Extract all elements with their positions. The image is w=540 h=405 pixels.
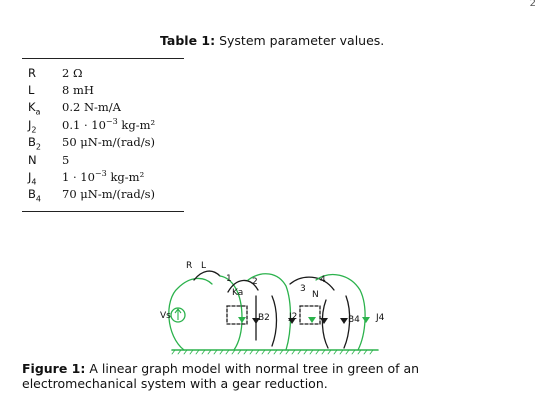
row-value-unit: kg-m² bbox=[117, 117, 156, 132]
table-row: J4 1 · 10−3 kg-m² bbox=[28, 168, 155, 187]
row-value: 0.1 · 10 bbox=[62, 117, 106, 132]
row-symbol-subscript: a bbox=[35, 107, 41, 117]
table-row: L 8 mH bbox=[28, 81, 155, 98]
row-value: 1 · 10 bbox=[62, 170, 95, 185]
row-symbol: N bbox=[28, 152, 37, 167]
arrow-icon bbox=[340, 318, 348, 324]
row-value-unit: kg-m² bbox=[106, 170, 145, 185]
arrow-icon bbox=[308, 317, 316, 323]
row-value: 70 μN-m/(rad/s) bbox=[62, 187, 155, 202]
table-caption: Table 1: System parameter values. bbox=[160, 33, 384, 48]
node4-branch bbox=[315, 273, 366, 351]
row-value-exponent: −3 bbox=[94, 169, 107, 179]
arrow-icon bbox=[252, 318, 260, 324]
label-node4: 4 bbox=[320, 275, 326, 285]
label-n: N bbox=[312, 290, 319, 300]
figure-caption: Figure 1: A linear graph model with norm… bbox=[22, 361, 522, 391]
ground-hatch bbox=[171, 349, 374, 355]
ka-branch bbox=[227, 279, 259, 293]
label-j4: J4 bbox=[375, 313, 385, 323]
row-value: 2 Ω bbox=[62, 65, 83, 80]
row-value: 8 mH bbox=[62, 83, 94, 98]
row-symbol: L bbox=[28, 83, 35, 98]
table-row: R 2 Ω bbox=[28, 64, 155, 81]
parameter-table: R 2 Ω L 8 mH Ka 0.2 N-m/A J2 0.1 · 10−3 … bbox=[28, 64, 156, 204]
j4-branch bbox=[343, 295, 351, 349]
table-caption-label: Table 1: bbox=[160, 33, 216, 48]
label-node3: 3 bbox=[300, 284, 306, 294]
figure-caption-label: Figure 1: bbox=[22, 361, 86, 376]
label-b2: B2 bbox=[258, 313, 270, 323]
node3-branch bbox=[289, 276, 335, 291]
gyrator-box bbox=[226, 305, 248, 325]
row-symbol: B bbox=[28, 135, 36, 150]
source-arrow-icon bbox=[174, 308, 182, 320]
table-row: J2 0.1 · 10−3 kg-m² bbox=[28, 116, 156, 135]
j2-branch bbox=[271, 295, 278, 347]
label-node1: 1 bbox=[226, 274, 232, 284]
tree-arrows bbox=[238, 317, 370, 323]
row-symbol: J bbox=[28, 117, 32, 132]
table-top-rule bbox=[22, 58, 184, 59]
row-value: 0.2 N-m/A bbox=[62, 100, 121, 115]
row-symbol-subscript: 2 bbox=[31, 125, 37, 135]
figure-caption-text: A linear graph model with normal tree in… bbox=[22, 361, 420, 391]
corner-mark: 2 bbox=[529, 0, 536, 9]
label-node2: 2 bbox=[252, 277, 258, 287]
link-arrows bbox=[252, 318, 348, 324]
table-bottom-rule bbox=[22, 211, 184, 212]
b4-branch bbox=[321, 299, 329, 349]
arrow-icon bbox=[362, 317, 370, 323]
row-value: 50 μN-m/(rad/s) bbox=[62, 135, 155, 150]
row-value: 5 bbox=[62, 152, 70, 167]
table-row: N 5 bbox=[28, 151, 155, 168]
arrow-icon bbox=[288, 318, 296, 324]
arrow-icon bbox=[320, 318, 328, 324]
label-ka: Ka bbox=[232, 288, 243, 298]
label-j2: J2 bbox=[288, 312, 297, 322]
rl-branch bbox=[193, 270, 221, 281]
row-symbol: R bbox=[28, 65, 36, 80]
arrow-icon bbox=[238, 317, 246, 323]
row-symbol-subscript: 2 bbox=[35, 142, 42, 152]
row-symbol-subscript: 4 bbox=[31, 177, 37, 187]
table-row: B2 50 μN-m/(rad/s) bbox=[28, 134, 155, 151]
table-row: B4 70 μN-m/(rad/s) bbox=[28, 186, 155, 203]
label-b4: B4 bbox=[348, 315, 360, 325]
row-value-exponent: −3 bbox=[105, 117, 118, 127]
label-l: L bbox=[201, 261, 206, 271]
table-row: Ka 0.2 N-m/A bbox=[28, 99, 155, 116]
voltage-source-icon bbox=[170, 307, 186, 323]
row-symbol: K bbox=[28, 100, 36, 115]
row-symbol: J bbox=[28, 170, 32, 185]
transformer-box bbox=[299, 305, 321, 325]
row-symbol-subscript: 4 bbox=[35, 194, 42, 204]
table-caption-text: System parameter values. bbox=[215, 33, 385, 48]
source-branch bbox=[168, 277, 213, 351]
row-symbol: B bbox=[28, 187, 36, 202]
node2-branch bbox=[247, 273, 292, 351]
label-r: R bbox=[186, 261, 192, 271]
label-source: Vs bbox=[160, 311, 171, 321]
